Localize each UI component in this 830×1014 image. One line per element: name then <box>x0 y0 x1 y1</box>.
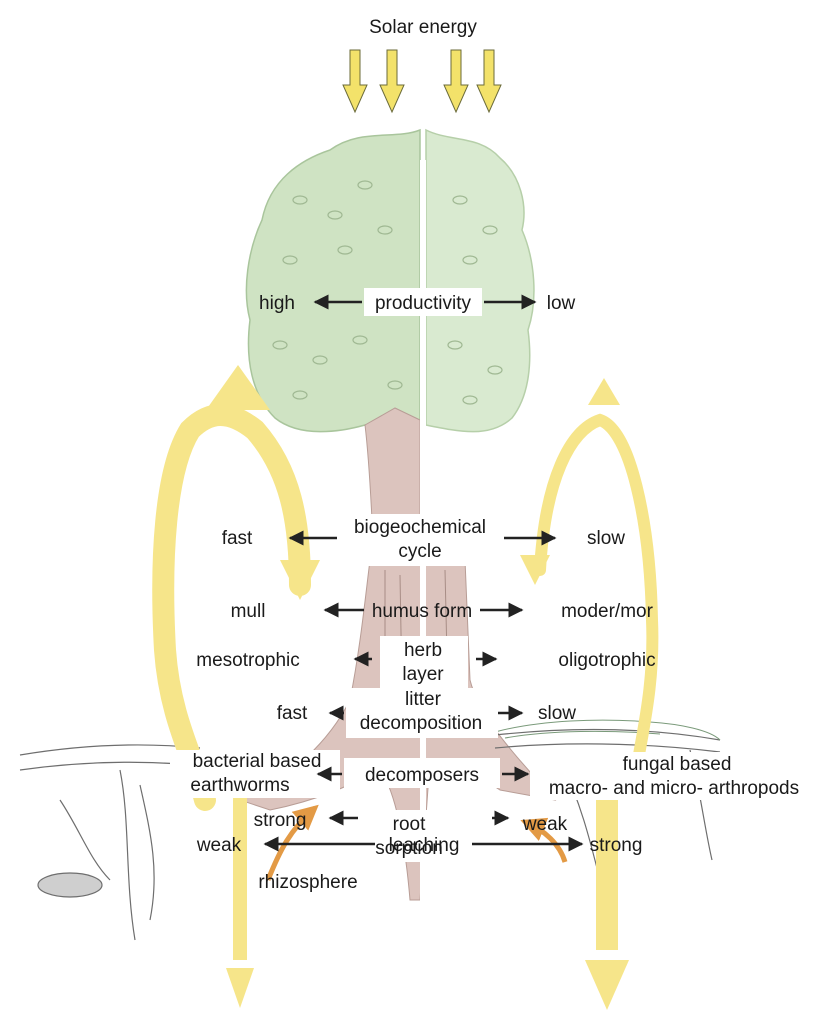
humus-form-label: humus form <box>372 601 472 622</box>
earthworms-label: earthworms <box>190 775 289 796</box>
root-weak-label: weak <box>522 814 568 835</box>
right-cycle-flow <box>540 420 652 780</box>
cycle-label: cycle <box>398 541 441 562</box>
bacterial-based-label: bacterial based <box>193 751 322 772</box>
root-label: root <box>393 814 426 835</box>
decomposers-label: decomposers <box>365 765 479 786</box>
productivity-low-label: low <box>547 293 576 314</box>
solar-arrows <box>343 50 501 112</box>
litter-fast-label: fast <box>277 703 308 724</box>
root-strong-label: strong <box>254 810 307 831</box>
herb-oligotrophic-label: oligotrophic <box>558 650 655 671</box>
leaching-strong-label: strong <box>590 835 643 856</box>
left-leaching-head <box>226 968 254 1008</box>
fungal-based-label: fungal based <box>623 754 732 775</box>
herb-mesotrophic-label: mesotrophic <box>196 650 300 671</box>
right-cycle-head-up <box>588 378 620 405</box>
productivity-label: productivity <box>375 293 472 314</box>
solar-arrow-1 <box>343 50 367 112</box>
solar-arrow-2 <box>380 50 404 112</box>
humus-mull-label: mull <box>231 601 266 622</box>
leaching-label: leaching <box>389 835 460 856</box>
cycle-fast-label: fast <box>222 528 253 549</box>
left-cycle-head-down <box>280 560 320 600</box>
herb-label: herb <box>404 640 442 661</box>
leaching-weak-label: weak <box>196 835 242 856</box>
solar-arrow-4 <box>477 50 501 112</box>
solar-arrow-3 <box>444 50 468 112</box>
tree-canopy <box>246 130 534 432</box>
solar-energy-label: Solar energy <box>369 17 477 38</box>
litter-slow-label: slow <box>538 703 576 724</box>
canopy-left-half <box>246 130 420 432</box>
biogeochemical-label: biogeochemical <box>354 517 486 538</box>
humus-mor-label: moder/mor <box>561 601 654 622</box>
trunk-upper <box>365 408 420 520</box>
canopy-right-half <box>426 130 534 432</box>
arthropods-label: macro- and micro- arthropods <box>549 778 799 799</box>
layer-label: layer <box>402 664 444 685</box>
productivity-high-label: high <box>259 293 295 314</box>
right-leaching-head <box>585 960 629 1010</box>
cycle-slow-label: slow <box>587 528 625 549</box>
rhizosphere-label: rhizosphere <box>258 872 357 893</box>
litter-label: litter <box>405 689 442 710</box>
decomposition-label: decomposition <box>360 713 483 734</box>
